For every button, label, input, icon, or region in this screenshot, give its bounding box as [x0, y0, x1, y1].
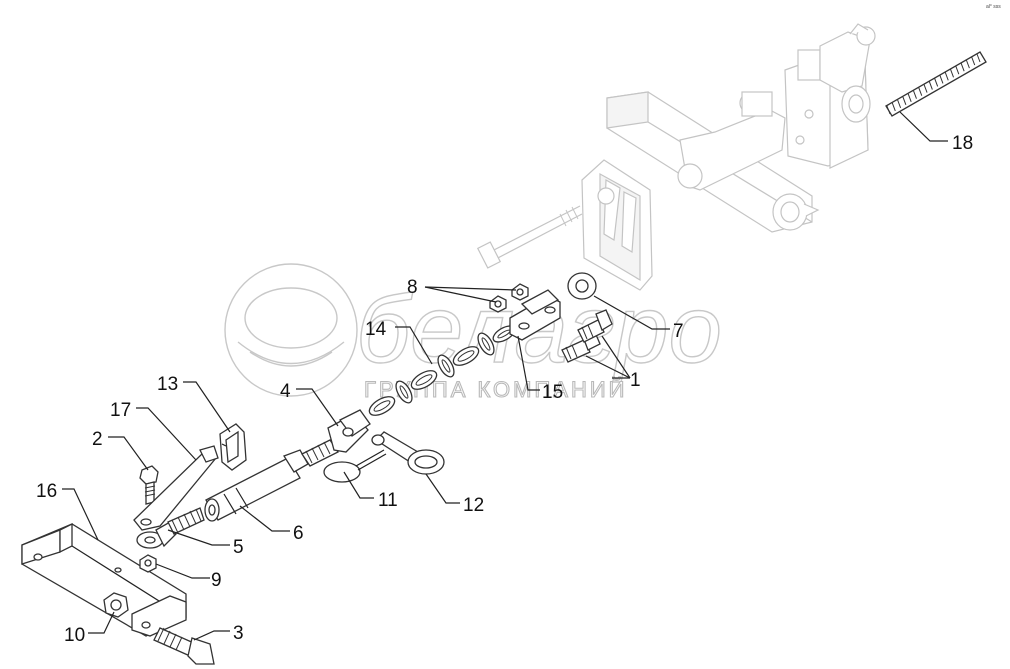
- nut-8b: [511, 283, 529, 301]
- base-bar: [21, 522, 187, 637]
- hitch-pin-12: [371, 431, 445, 475]
- corner-mark: al° sss: [986, 4, 1001, 10]
- spring-clip-13: [219, 423, 247, 471]
- watermark-logo-icon: [224, 263, 358, 397]
- callout-5: 5: [233, 537, 244, 558]
- hex-nut-9: [139, 554, 157, 573]
- callout-10: 10: [64, 625, 85, 646]
- hex-nut-10: [103, 592, 129, 618]
- leader-lines: [62, 111, 948, 641]
- callout-7: 7: [673, 321, 684, 342]
- tractor-bracket-assembly: [476, 23, 876, 291]
- threaded-rod: [885, 51, 987, 117]
- bolt-1b: [577, 309, 613, 343]
- callout-14: 14: [365, 319, 387, 340]
- callout-13: 13: [157, 374, 178, 395]
- callout-labels: 1 2 3 4 5 6 7 8 9 10 11 12 13 14 15 16 1…: [36, 133, 973, 646]
- eye-bolt-5: [136, 507, 205, 549]
- split-pin-11: [323, 449, 387, 483]
- callout-6: 6: [293, 523, 304, 544]
- callout-4: 4: [280, 381, 291, 402]
- callout-12: 12: [463, 495, 484, 516]
- chain-bracket-15: [509, 289, 561, 341]
- turnbuckle-body-6: [204, 449, 309, 522]
- callout-3: 3: [233, 623, 244, 644]
- callout-11: 11: [378, 490, 398, 511]
- nut-8a: [489, 295, 507, 313]
- callout-16: 16: [36, 481, 57, 502]
- callout-17: 17: [110, 400, 131, 421]
- callout-1: 1: [630, 370, 641, 391]
- callout-18: 18: [952, 133, 973, 154]
- washer-7: [567, 272, 597, 300]
- chain-14: [368, 325, 516, 416]
- bolt-2: [139, 465, 159, 505]
- watermark: белагро ГРУППА КОМПАНИЙ: [224, 263, 723, 403]
- callout-8: 8: [407, 277, 418, 298]
- lever-17: [133, 445, 219, 531]
- clevis-4: [301, 409, 371, 467]
- callout-15: 15: [542, 382, 563, 403]
- bolt-3: [153, 627, 215, 665]
- callout-2: 2: [92, 429, 103, 450]
- callout-9: 9: [211, 570, 222, 591]
